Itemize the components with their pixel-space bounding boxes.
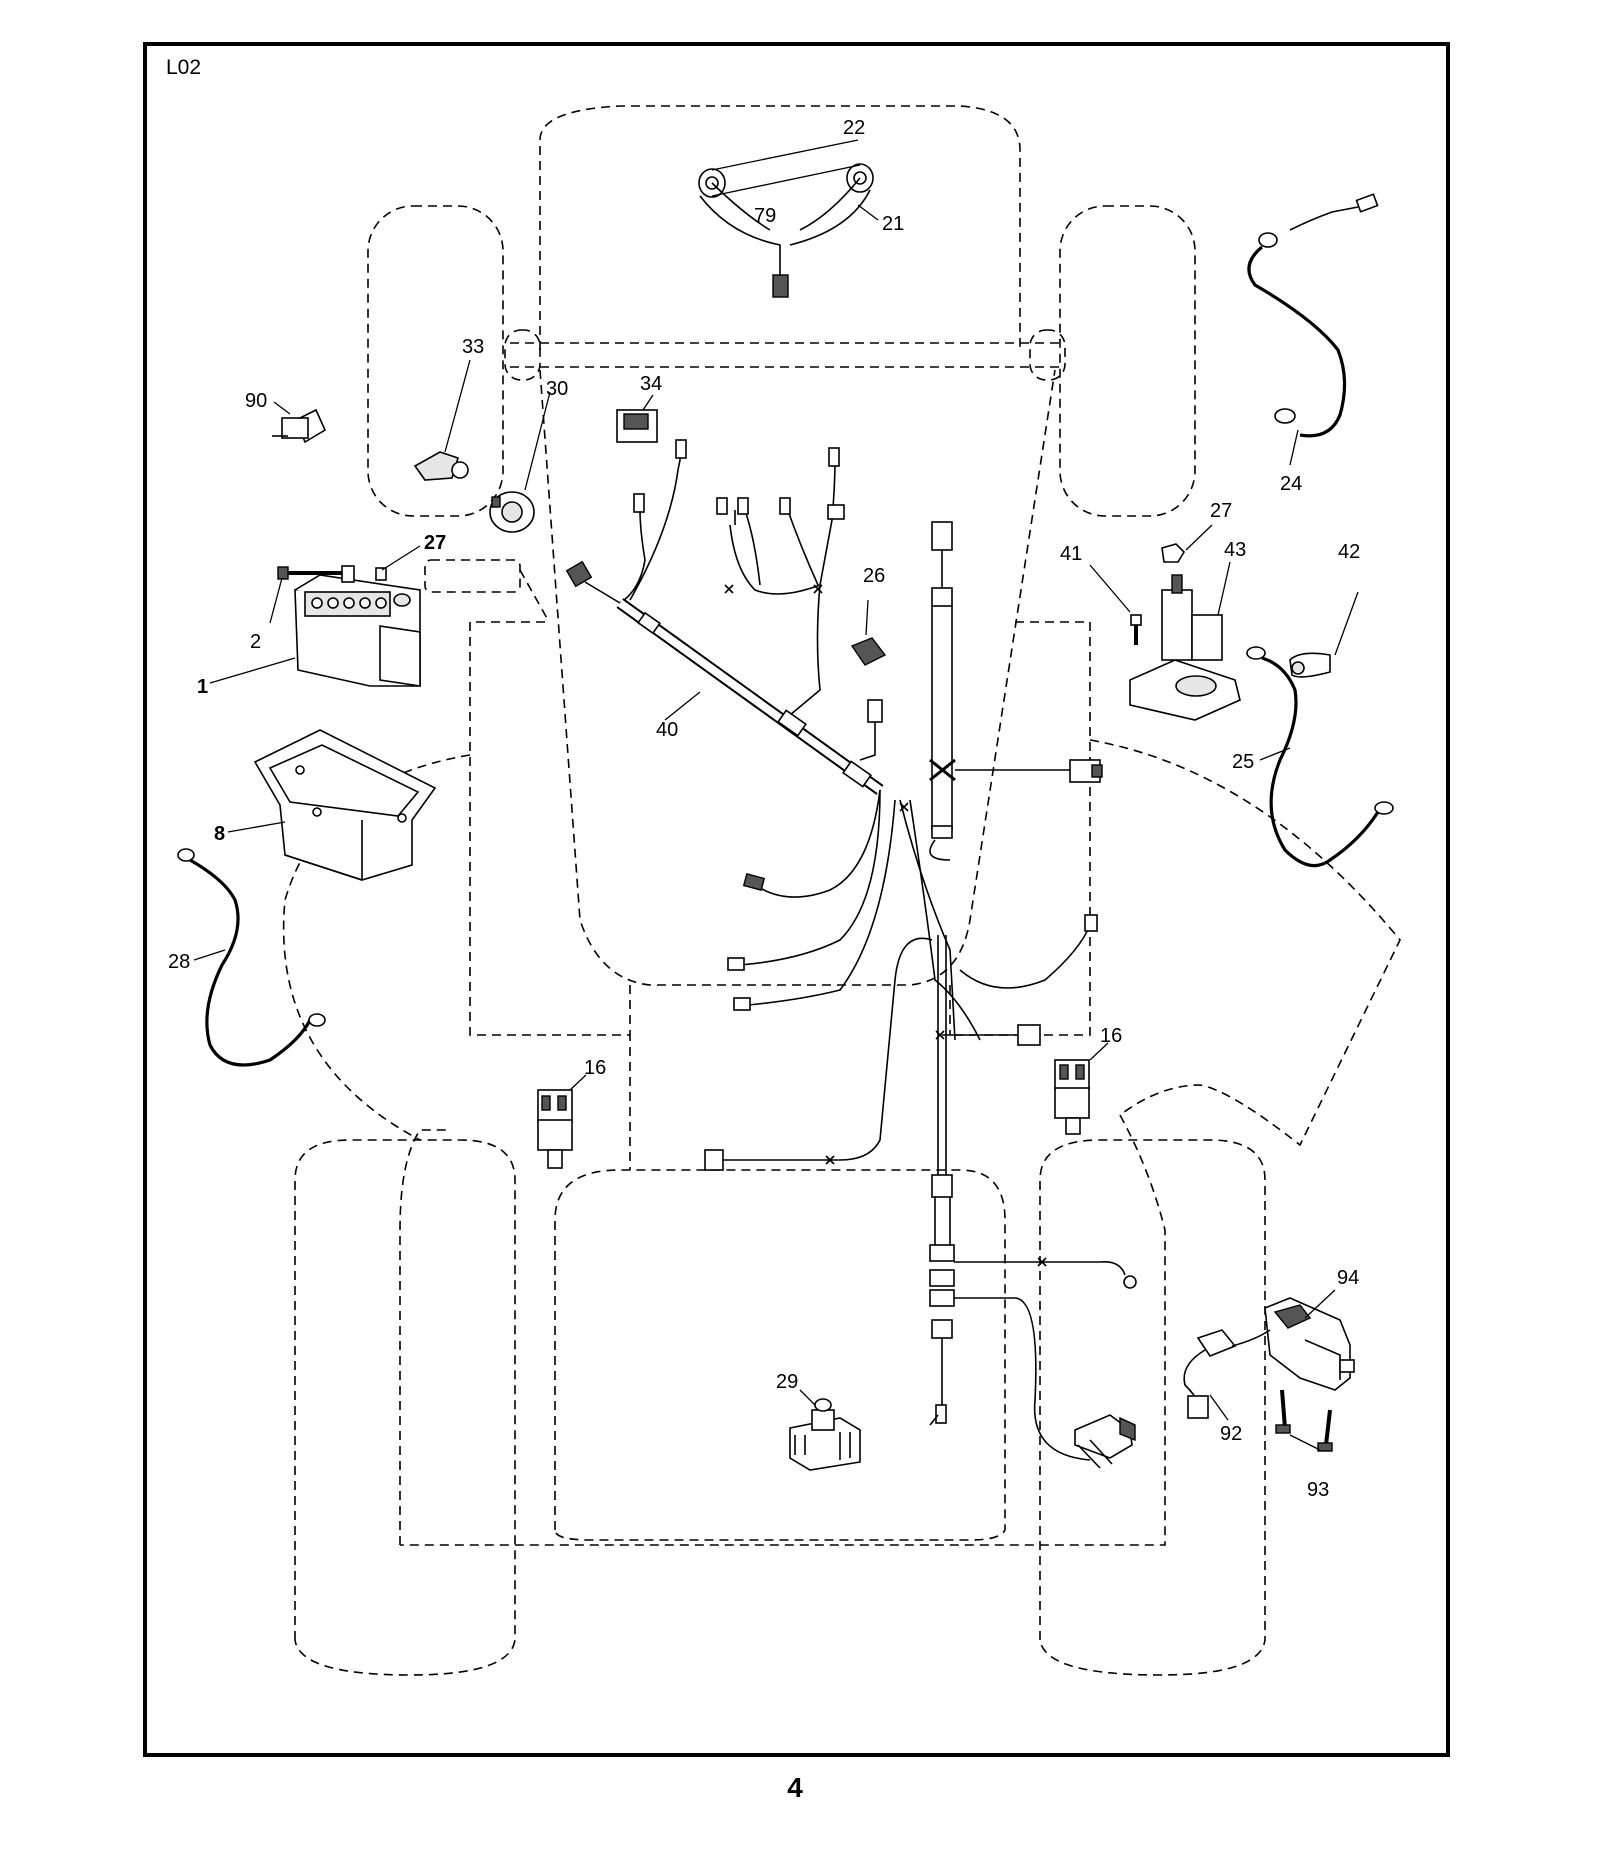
solenoid-nut [1161,543,1186,563]
front-right-wheel-outline [1059,205,1196,517]
page-number: 4 [787,1772,803,1803]
callout-24: 24 [1280,473,1302,495]
positive-cable [1246,646,1394,868]
control-module [1264,1297,1355,1391]
callout-27-solenoid: 27 [1210,500,1232,522]
rear-right-wheel-outline [1039,1139,1266,1676]
callout-30: 30 [546,378,568,400]
pto-switch [616,409,658,443]
sheet-id: L02 [166,56,201,79]
diagram-frame [143,42,1450,1757]
callout-40: 40 [656,719,678,741]
callout-34: 34 [640,373,662,395]
callout-79: 79 [754,205,776,227]
solenoid-screw [1130,614,1142,645]
headlight-connector [772,274,789,298]
callout-92: 92 [1220,1423,1242,1445]
callout-42: 42 [1338,541,1360,563]
deck-outline [399,1114,1166,1546]
battery-tab-outline [424,559,521,593]
callout-1: 1 [197,676,208,698]
callout-43: 43 [1224,539,1246,561]
fuse [850,637,887,666]
rear-left-wheel-outline [294,1139,516,1676]
frame-funnel-outline [539,369,1056,986]
starter-solenoid [1129,574,1241,721]
seat-area-connector [1074,1414,1136,1469]
callout-33: 33 [462,336,484,358]
headlight-harness [699,177,871,275]
callout-8: 8 [214,823,225,845]
callout-41: 41 [1060,543,1082,565]
callout-25: 25 [1232,751,1254,773]
callout-22: 22 [843,117,865,139]
battery-nut [375,567,387,581]
headlight-assembly [698,163,874,298]
front-axle-right-end [1029,329,1066,381]
callout-29: 29 [776,1371,798,1393]
battery [294,574,421,687]
module-harness [1183,1329,1271,1419]
callout-2: 2 [250,631,261,653]
main-wire-harness [565,439,1098,1041]
callout-16-right: 16 [1100,1025,1122,1047]
starter-cable [1247,193,1379,438]
ignition-switch [489,491,535,533]
negative-cable [177,848,326,1067]
battery-bolt [277,565,355,583]
hood-outline [539,105,1021,350]
harness-front-connector [565,560,593,588]
callout-28: 28 [168,951,190,973]
front-axle-left-end [504,329,541,381]
chassis-left-rail [469,621,631,1170]
seat-outline [554,1169,1006,1541]
chassis-right-rail [950,621,1091,1036]
right-fender-outline [1089,739,1401,1147]
safety-switch-left [537,1089,573,1169]
battery-tray [253,729,437,881]
relay [272,408,327,444]
center-harness [704,521,1137,1461]
callout-16-left: 16 [584,1057,606,1079]
callout-94: 94 [1337,1267,1359,1289]
callout-27-battery: 27 [424,532,446,554]
callout-90: 90 [245,390,267,412]
seat-switch [789,1398,861,1471]
front-left-wheel-outline [367,205,504,517]
ignition-key [413,451,469,481]
terminal-boot [1289,652,1331,678]
callout-26: 26 [863,565,885,587]
callout-93: 93 [1307,1479,1329,1501]
safety-switch-right [1054,1059,1090,1135]
front-axle-outline [510,342,1060,368]
callout-21: 21 [882,213,904,235]
module-screws [1275,1389,1333,1452]
